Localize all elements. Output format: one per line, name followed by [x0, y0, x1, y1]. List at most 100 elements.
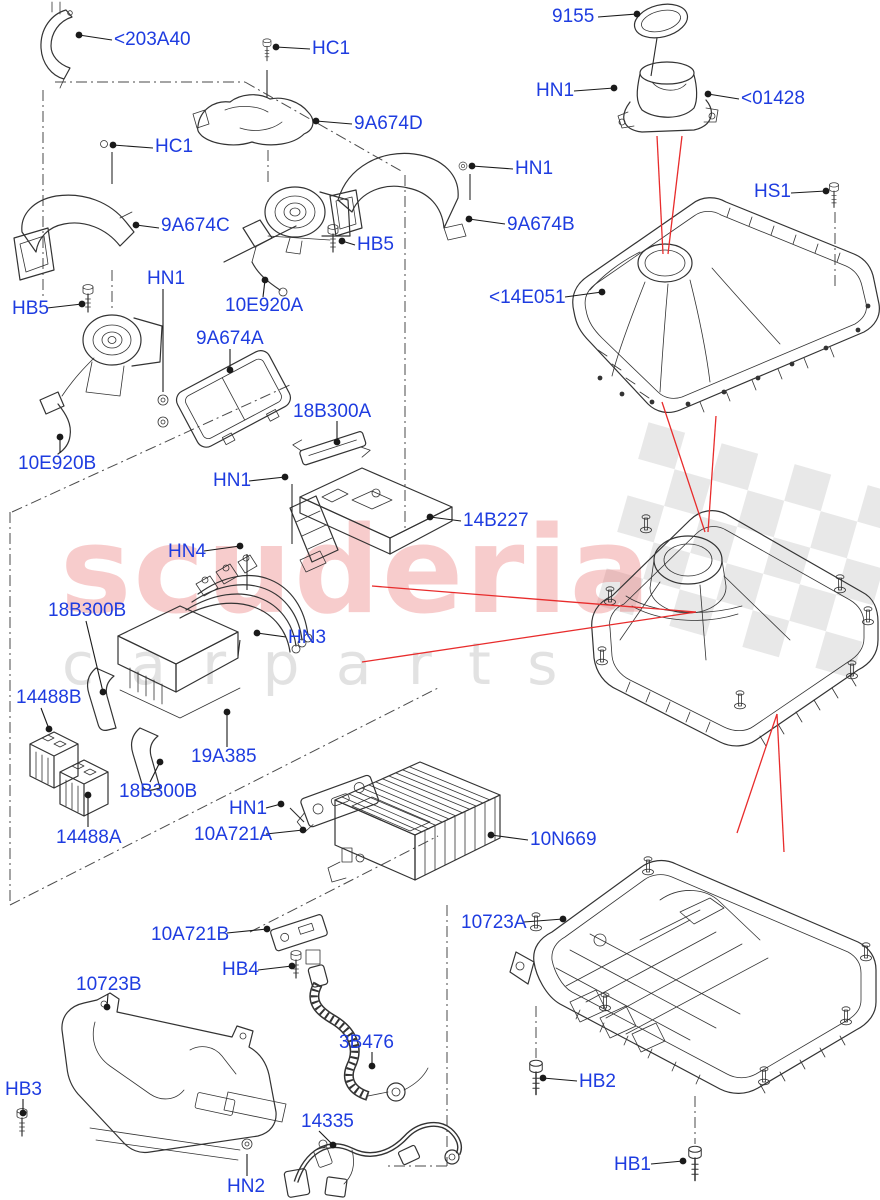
part-number-HC1-a[interactable]: HC1 — [312, 38, 350, 59]
leader-dot-10A721A — [299, 826, 307, 834]
leader-dot-14B227 — [426, 513, 434, 521]
leader-dot-14E051 — [598, 288, 606, 296]
leader-line-14B227 — [429, 516, 462, 522]
part-number-18B300B-a[interactable]: 18B300B — [48, 600, 126, 621]
bracket-18B300B-second — [130, 727, 161, 791]
part-number-10E920B[interactable]: 10E920B — [18, 453, 96, 474]
part-number-HB3[interactable]: HB3 — [5, 1079, 42, 1100]
leader-dot-18B300B-b — [156, 758, 164, 766]
part-number-10N669[interactable]: 10N669 — [530, 829, 597, 850]
part-number-HN1-d[interactable]: HN1 — [213, 470, 251, 491]
part-number-HN1-a[interactable]: HN1 — [536, 80, 574, 101]
bolt-HB1 — [688, 1145, 702, 1182]
part-number-HN2[interactable]: HN2 — [227, 1176, 265, 1197]
blower-motor-upper — [264, 186, 351, 255]
leader-dot-HB5-b — [78, 300, 86, 308]
red-callout-line-4 — [371, 585, 697, 613]
part-number-203A40[interactable]: <203A40 — [114, 29, 191, 50]
air-inlet-9A674D — [192, 94, 314, 146]
part-number-14488B[interactable]: 14488B — [16, 687, 82, 708]
battery-tray-middle — [591, 510, 879, 747]
part-number-14335[interactable]: 14335 — [301, 1111, 354, 1132]
label-203A40: <203A40 — [75, 29, 191, 50]
part-number-HN1-c[interactable]: HN1 — [147, 268, 185, 289]
leader-line-14488B — [40, 707, 50, 730]
part-number-14E051[interactable]: <14E051 — [489, 287, 566, 308]
leader-dot-10723A — [559, 915, 567, 923]
part-number-9A674D[interactable]: 9A674D — [354, 113, 423, 134]
leader-dot-9A674C — [132, 221, 140, 229]
label-HS1: HS1 — [754, 181, 830, 202]
part-number-3B476[interactable]: 3B476 — [339, 1032, 394, 1053]
part-number-10723A[interactable]: 10723A — [461, 912, 527, 933]
part-number-HC1-b[interactable]: HC1 — [155, 136, 193, 157]
part-number-10A721B[interactable]: 10A721B — [151, 924, 229, 945]
red-callout-line-7 — [776, 713, 785, 853]
leader-dot-203A40 — [75, 31, 83, 39]
part-number-14B227[interactable]: 14B227 — [463, 510, 529, 531]
label-18B300B-b: 18B300B — [119, 758, 197, 802]
dc-converter-10N669 — [327, 761, 501, 883]
leader-line-18B300B-a — [85, 620, 104, 693]
leader-dot-HC1-b — [109, 141, 117, 149]
part-number-9A674C[interactable]: 9A674C — [161, 215, 230, 236]
part-number-10723B[interactable]: 10723B — [76, 974, 142, 995]
leader-dot-3B476 — [368, 1062, 376, 1070]
leader-dot-9A674D — [312, 117, 320, 125]
blower-motor-lower — [82, 314, 163, 397]
leader-line-HN1-a — [573, 87, 615, 92]
leader-dot-HB5-a — [338, 237, 346, 245]
label-HN1-d: HN1 — [213, 470, 289, 491]
checkered-flag-watermark — [596, 422, 880, 679]
label-9155: 9155 — [552, 6, 641, 27]
label-10A721A: 10A721A — [194, 824, 307, 845]
label-HC1-a: HC1 — [272, 38, 350, 59]
part-number-19A385[interactable]: 19A385 — [191, 746, 257, 767]
part-number-HS1[interactable]: HS1 — [754, 181, 791, 202]
part-number-10E920A[interactable]: 10E920A — [225, 295, 304, 316]
part-number-18B300A[interactable]: 18B300A — [293, 401, 372, 422]
label-HN1-b: HN1 — [468, 158, 553, 179]
part-number-HB1[interactable]: HB1 — [614, 1154, 651, 1175]
leader-line-HN1-b — [471, 165, 514, 170]
part-number-HN3[interactable]: HN3 — [288, 627, 326, 648]
phantom-outline-lines — [9, 81, 836, 1167]
bolt-HC1-left — [100, 140, 108, 148]
part-number-HB4[interactable]: HB4 — [222, 959, 259, 980]
label-9A674B: 9A674B — [465, 214, 575, 235]
part-number-18B300B-b[interactable]: 18B300B — [119, 781, 197, 802]
label-HN4: HN4 — [168, 541, 244, 562]
part-number-9155[interactable]: 9155 — [552, 6, 594, 27]
leader-line-HN1-d — [248, 476, 286, 482]
part-number-HB5-a[interactable]: HB5 — [357, 234, 394, 255]
bracket-10A721A — [296, 774, 380, 833]
part-number-9A674B[interactable]: 9A674B — [507, 214, 575, 235]
part-number-HN1-b[interactable]: HN1 — [515, 158, 553, 179]
label-14488B: 14488B — [16, 687, 82, 733]
leader-dot-HC1-a — [272, 43, 280, 51]
leader-dot-19A385 — [223, 708, 231, 716]
label-HB2: HB2 — [539, 1071, 616, 1092]
part-number-HB2[interactable]: HB2 — [579, 1071, 616, 1092]
leader-dot-18B300B-a — [99, 688, 107, 696]
part-number-HB5-b[interactable]: HB5 — [12, 298, 49, 319]
wiring-harness-14335 — [283, 1121, 463, 1198]
leader-dot-HN4 — [236, 542, 244, 550]
leader-dot-HS1 — [822, 187, 830, 195]
leader-dot-HN1-b — [468, 162, 476, 170]
watermark-brand: scuderia — [60, 502, 653, 641]
leader-line-9155 — [597, 13, 638, 18]
part-number-HN4[interactable]: HN4 — [168, 541, 206, 562]
part-number-10A721A[interactable]: 10A721A — [194, 824, 273, 845]
red-callout-line-1 — [667, 135, 683, 255]
leader-line-HB4 — [257, 965, 293, 971]
part-number-9A674A[interactable]: 9A674A — [196, 328, 264, 349]
leader-dot-10N669 — [487, 831, 495, 839]
part-number-01428[interactable]: <01428 — [741, 88, 805, 109]
bracket-10A721B — [270, 914, 328, 952]
stud — [599, 992, 611, 1012]
leader-line-9A674C — [135, 224, 160, 229]
label-HB3: HB3 — [5, 1079, 42, 1117]
part-number-HN1-e[interactable]: HN1 — [229, 798, 267, 819]
part-number-14488A[interactable]: 14488A — [56, 827, 122, 848]
